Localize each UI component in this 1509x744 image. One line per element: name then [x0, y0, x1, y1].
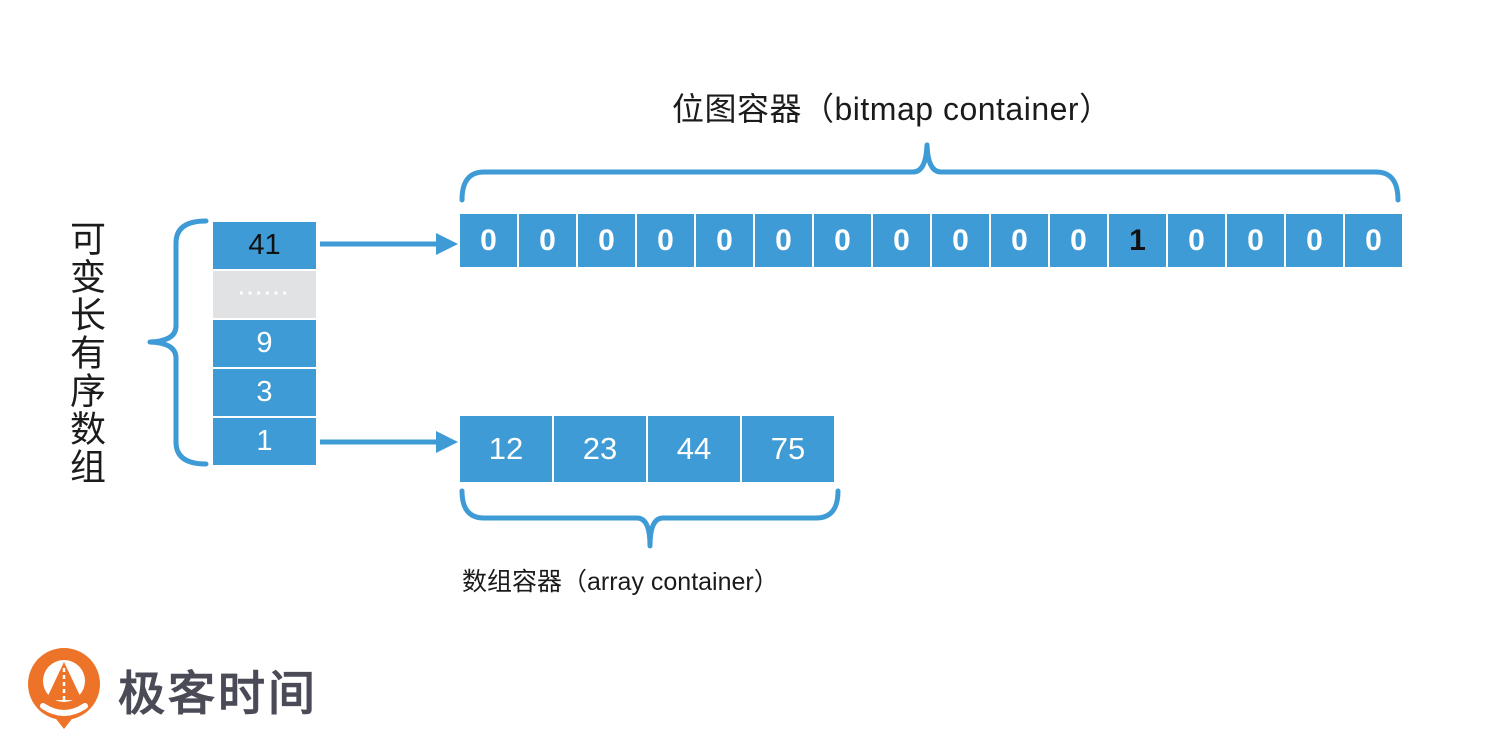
- bitmap-cell: 0: [1227, 214, 1284, 267]
- sorted-array-label: 可变长有序数组: [65, 220, 106, 486]
- bitmap-cell: 0: [1286, 214, 1343, 267]
- bitmap-cell: 0: [1168, 214, 1225, 267]
- sorted-array-brace: [147, 218, 209, 467]
- array-container-brace: [459, 488, 841, 549]
- array-container-cell: 75: [742, 416, 834, 482]
- bitmap-container-brace: [459, 142, 1401, 203]
- sorted-array-cell: 1: [213, 418, 316, 465]
- geektime-logo-text: 极客时间: [118, 666, 318, 720]
- bitmap-cell: 0: [814, 214, 871, 267]
- bitmap-container-title: 位图容器（bitmap container）: [672, 91, 1112, 127]
- bitmap-cell: 0: [932, 214, 989, 267]
- bitmap-cell: 0: [637, 214, 694, 267]
- sorted-array-cell: 3: [213, 369, 316, 416]
- bitmap-cell: 0: [1345, 214, 1402, 267]
- bitmap-cell: 1: [1109, 214, 1166, 267]
- bitmap-cell: 0: [696, 214, 753, 267]
- bitmap-cell: 0: [519, 214, 576, 267]
- array-container-cell: 12: [460, 416, 552, 482]
- sorted-array-cell: 41: [213, 222, 316, 269]
- geektime-logo-icon: [28, 648, 100, 729]
- bitmap-cell: 0: [873, 214, 930, 267]
- sorted-array-ellipsis-cell: ······: [213, 271, 316, 318]
- array-container-cell: 23: [554, 416, 646, 482]
- array-container-cell: 44: [648, 416, 740, 482]
- bitmap-cell: 0: [460, 214, 517, 267]
- bitmap-cell: 0: [991, 214, 1048, 267]
- bitmap-cell: 0: [1050, 214, 1107, 267]
- geektime-logo: 极客时间: [26, 648, 318, 730]
- bitmap-cell: 0: [755, 214, 812, 267]
- arrow-to-array-container: [320, 431, 458, 453]
- sorted-array-cell: 9: [213, 320, 316, 367]
- arrow-to-bitmap-container: [320, 233, 458, 255]
- array-container-label: 数组容器（array container）: [462, 568, 779, 596]
- bitmap-cell: 0: [578, 214, 635, 267]
